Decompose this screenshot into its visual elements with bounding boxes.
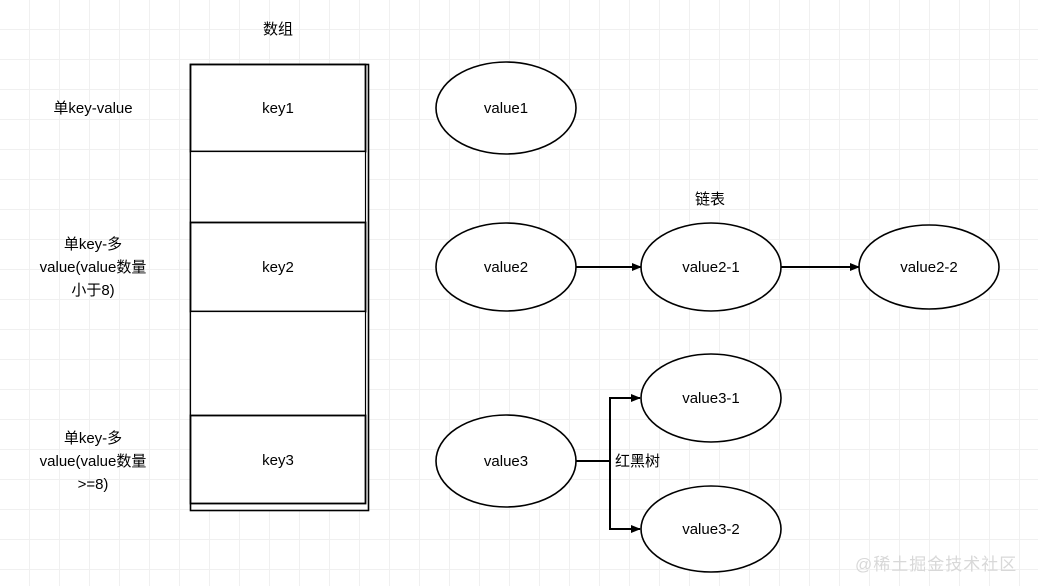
node-label-value2: value2 bbox=[483, 258, 529, 276]
array-cell-label-empty-1 bbox=[190, 152, 366, 222]
node-label-value2-1: value2-1 bbox=[682, 258, 740, 276]
node-label-value2-2: value2-2 bbox=[900, 258, 958, 276]
array-cell-empty-1[interactable] bbox=[189, 150, 367, 224]
node-label-value1: value1 bbox=[483, 99, 529, 117]
node-label-value3-1: value3-1 bbox=[682, 389, 740, 407]
edge-value3-to-value3-1 bbox=[609, 394, 641, 461]
array-cell-key1[interactable] bbox=[189, 63, 367, 153]
rbtree-title: 红黑树 bbox=[615, 453, 661, 470]
node-value3-1[interactable] bbox=[640, 353, 782, 443]
node-label-value3: value3 bbox=[483, 452, 529, 470]
array-cell-label-empty-2 bbox=[190, 312, 366, 416]
array-cell-label-key3: key3 bbox=[262, 451, 294, 469]
array-cell-label-key2: key2 bbox=[262, 258, 294, 276]
linkedlist-title: 链表 bbox=[694, 191, 725, 208]
array-title: 数组 bbox=[262, 21, 293, 38]
node-value3-2[interactable] bbox=[640, 485, 782, 573]
row-label-single-key-value: 单key-value bbox=[53, 100, 133, 117]
node-value1[interactable] bbox=[435, 61, 577, 155]
edge-value3-to-value3-2 bbox=[609, 461, 641, 533]
array-cell-key3[interactable] bbox=[189, 414, 367, 505]
watermark: @稀土掘金技术社区 bbox=[855, 555, 1018, 574]
array-cell-key2[interactable] bbox=[189, 221, 367, 313]
array-cell-empty-2[interactable] bbox=[189, 310, 367, 417]
node-label-value3-2: value3-2 bbox=[682, 520, 740, 538]
row-label-multi-value-ge8: 单key-多 value(value数量 >=8) bbox=[39, 430, 147, 493]
array-cell-label-key1: key1 bbox=[262, 99, 294, 117]
row-label-multi-value-lt8: 单key-多 value(value数量 小于8) bbox=[39, 236, 147, 299]
